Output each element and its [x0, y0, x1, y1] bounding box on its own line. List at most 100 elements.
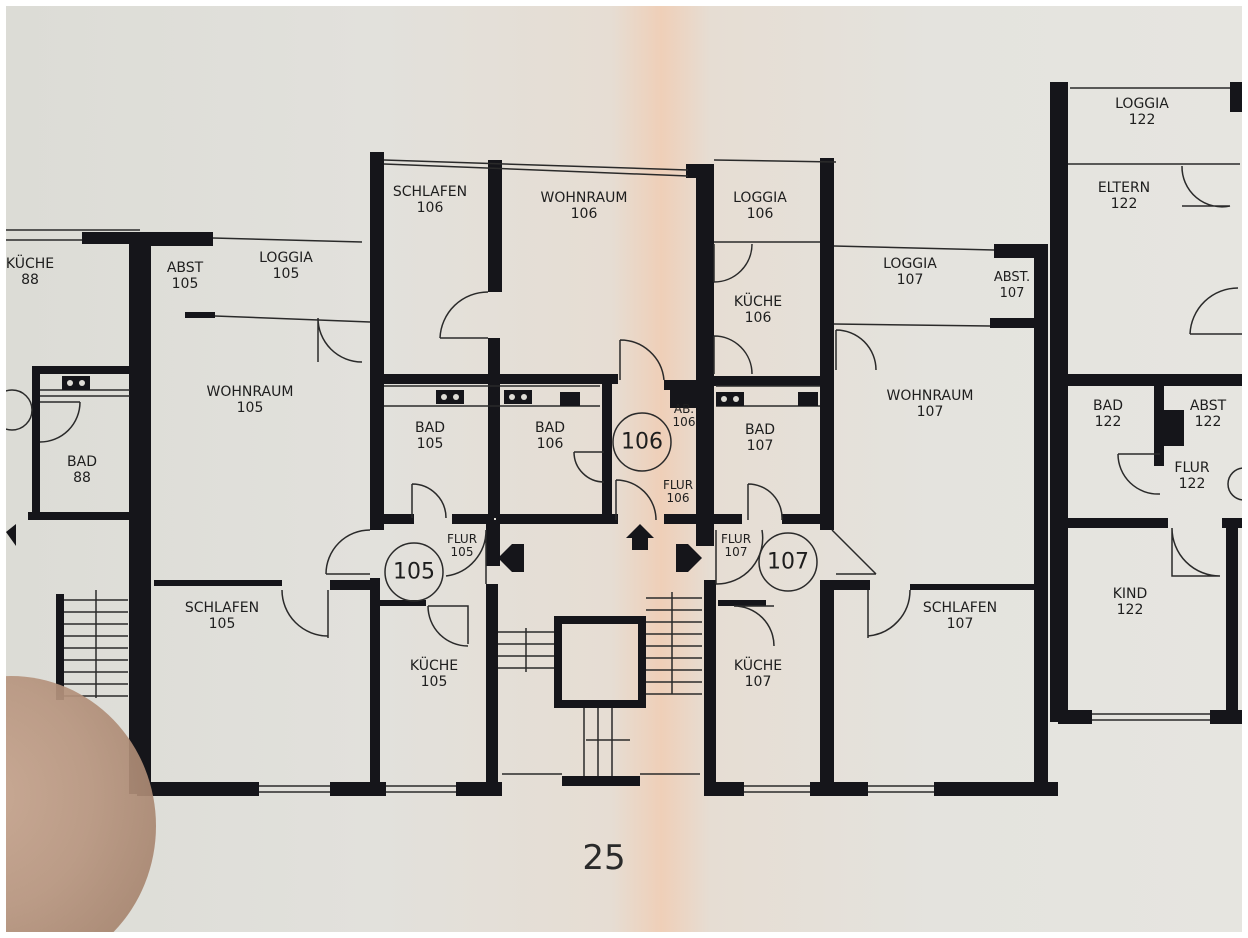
arrow-right-icon [676, 544, 702, 572]
window-line [386, 785, 456, 793]
wall-segment [712, 514, 742, 524]
wall-segment [452, 514, 494, 524]
wall-segment [488, 160, 502, 292]
door-swing [439, 291, 489, 339]
wall-segment [488, 338, 500, 518]
wall-segment [712, 376, 832, 386]
wall-segment [1034, 244, 1048, 790]
wall-segment [934, 782, 1058, 796]
apartment-circle-partial [6, 389, 33, 431]
apartment-number-106: 106 [621, 429, 663, 455]
wall-segment [1050, 82, 1068, 722]
wall-segment [143, 232, 151, 794]
arrow-right-icon [6, 524, 16, 546]
wall-segment [1230, 82, 1242, 112]
wall-segment [185, 312, 215, 318]
wall-segment [1058, 710, 1092, 724]
arrow-up-icon [626, 524, 654, 550]
thin-lines [6, 87, 1240, 793]
wall-segment [554, 616, 562, 708]
wall-segment [686, 164, 714, 178]
wall-segment [1210, 710, 1242, 724]
wall-segment [810, 782, 868, 796]
wall-segment [830, 580, 870, 590]
apartment-circle-105 [384, 542, 444, 602]
window-line [1068, 87, 1240, 165]
wall-segment [378, 600, 426, 606]
window-line [1092, 713, 1210, 721]
floor-plan-drawing [6, 82, 1242, 796]
door-swing [615, 479, 657, 521]
wall-segment [330, 580, 376, 590]
wall-segment [32, 366, 130, 374]
wall-segment [1060, 518, 1168, 528]
room-label-abst-107: ABST.107 [993, 270, 1031, 301]
wall-segment [56, 594, 64, 700]
door-swing [713, 335, 753, 375]
door-swing [713, 243, 753, 283]
window-line [383, 159, 689, 177]
door-swing [317, 317, 363, 363]
wall-segment [696, 164, 714, 546]
wall-segment [910, 584, 1036, 590]
apartment-circle-106 [612, 412, 672, 472]
door-swing [427, 605, 469, 647]
wall-segment [370, 152, 384, 530]
stove-fixture [716, 392, 744, 406]
door-swing [1117, 453, 1161, 495]
wall-segment [704, 580, 716, 794]
door-swing [715, 529, 764, 585]
stair-steps [646, 597, 702, 695]
wall-segment [129, 232, 143, 794]
wall-segment [82, 232, 144, 244]
wall-segment [990, 318, 1036, 328]
door-swing [867, 589, 911, 638]
apartment-circles [6, 389, 1242, 602]
apartment-circle-107 [758, 532, 818, 592]
sink-fixture [670, 388, 696, 408]
wall-segment [151, 232, 213, 246]
floor-plan-page [6, 6, 1242, 932]
window-line [833, 245, 995, 327]
stair-steps [583, 708, 630, 776]
wall-segment [1154, 382, 1164, 466]
door-swing [573, 451, 605, 483]
sink-fixture [798, 392, 818, 406]
fixtures [62, 376, 818, 408]
window-line [6, 229, 140, 241]
wall-segment [376, 514, 414, 524]
wall-segment [638, 616, 646, 708]
sink-fixture [560, 392, 580, 406]
wall-segment [994, 244, 1048, 258]
stove-fixture [436, 390, 464, 404]
wall-segment [137, 782, 259, 796]
door-swing [39, 401, 81, 443]
wall-segment [554, 616, 646, 624]
door-swing [1171, 527, 1221, 577]
wall-segment [664, 380, 714, 390]
wall-segment [154, 580, 282, 586]
door-swing [831, 529, 877, 575]
door-swing [411, 483, 447, 519]
wall-segment [664, 514, 722, 524]
wall-segment [32, 366, 40, 518]
wall-segment [1058, 374, 1242, 386]
